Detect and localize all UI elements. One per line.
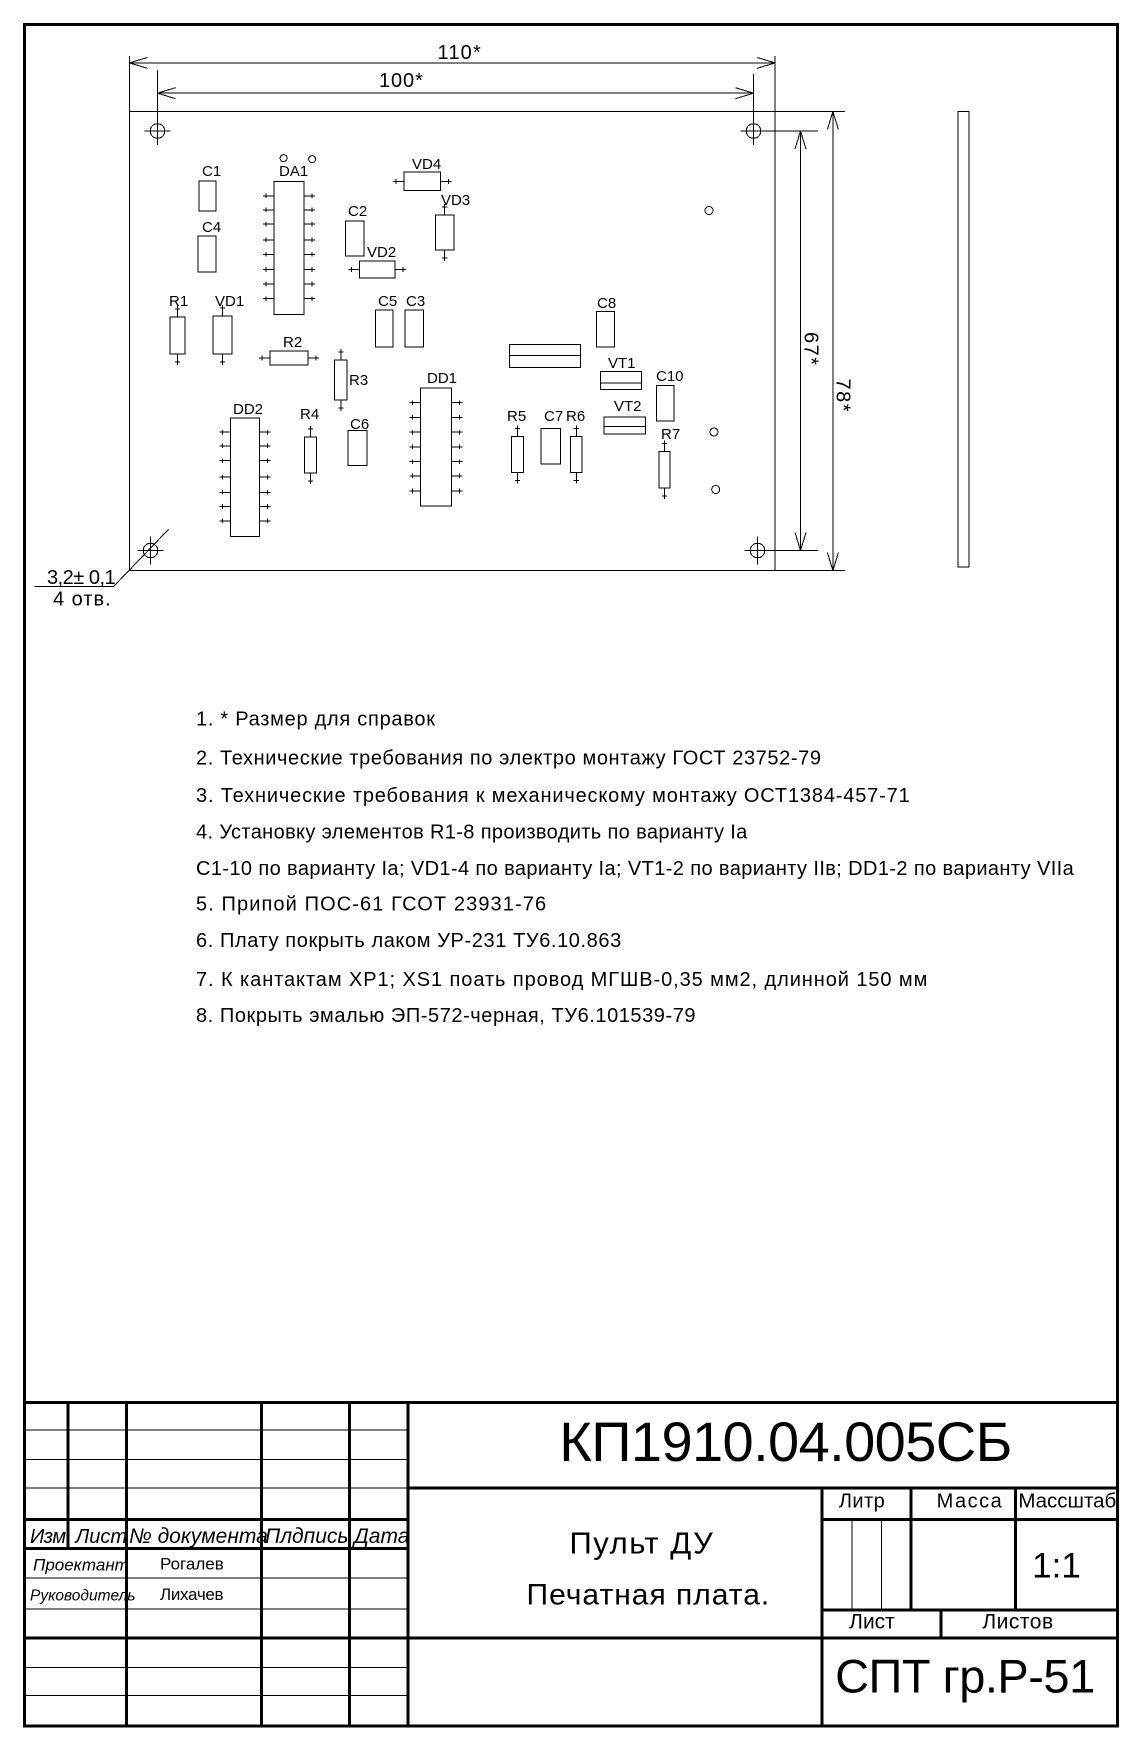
svg-text:VD2: VD2 (367, 244, 396, 261)
svg-text:R5: R5 (507, 408, 526, 425)
svg-text:№ документа: № документа (129, 1525, 268, 1548)
svg-text:Плдпись: Плдпись (265, 1525, 348, 1548)
svg-text:C5: C5 (378, 293, 397, 310)
svg-text:DA1: DA1 (279, 163, 308, 180)
svg-text:78*: 78* (832, 379, 854, 414)
svg-text:Рогалев: Рогалев (160, 1555, 224, 1574)
svg-text:1:1: 1:1 (1032, 1547, 1081, 1586)
svg-text:VT2: VT2 (614, 398, 642, 415)
svg-text:С1-10 по варианту Ia; VD1-4 по: С1-10 по варианту Ia; VD1-4 по варианту … (196, 858, 1075, 880)
svg-text:СПТ гр.Р-51: СПТ гр.Р-51 (835, 1649, 1095, 1702)
svg-text:5. Припой ПОС-61 ГСОТ 23931-76: 5. Припой ПОС-61 ГСОТ 23931-76 (196, 894, 547, 916)
svg-text:67*: 67* (800, 332, 822, 367)
svg-text:C1: C1 (202, 163, 221, 180)
svg-text:110*: 110* (438, 42, 482, 64)
svg-text:КП1910.04.005СБ: КП1910.04.005СБ (559, 1410, 1011, 1473)
svg-text:C2: C2 (348, 203, 367, 220)
svg-text:Массштаб: Массштаб (1018, 1490, 1116, 1513)
svg-text:R1: R1 (169, 293, 188, 310)
svg-text:8. Покрыть эмалью ЭП-572-черна: 8. Покрыть эмалью ЭП-572-черная, ТУ6.101… (196, 1005, 696, 1027)
svg-text:C6: C6 (350, 416, 369, 433)
svg-text:Руководитель: Руководитель (30, 1588, 136, 1605)
svg-text:VT1: VT1 (608, 355, 636, 372)
svg-text:C3: C3 (406, 293, 425, 310)
svg-text:Изм: Изм (30, 1526, 66, 1548)
svg-text:DD2: DD2 (233, 401, 263, 418)
svg-text:VD3: VD3 (441, 192, 470, 209)
svg-text:VD4: VD4 (412, 156, 441, 173)
svg-text:4. Установку элементов R1-8 пр: 4. Установку элементов R1-8 производить … (196, 822, 748, 844)
svg-text:Дата: Дата (352, 1525, 409, 1548)
svg-text:7. К кантактам ХР1; XS1 поать: 7. К кантактам ХР1; XS1 поать провод МГШ… (196, 969, 928, 991)
svg-text:R2: R2 (283, 334, 302, 351)
svg-text:Пульт ДУ: Пульт ДУ (570, 1526, 715, 1561)
svg-text:3. Технические требования к ме: 3. Технические требования к механическом… (196, 785, 911, 807)
svg-text:R4: R4 (300, 406, 319, 423)
svg-text:Лист: Лист (74, 1526, 128, 1548)
svg-text:Листов: Листов (982, 1611, 1053, 1634)
svg-text:R7: R7 (661, 426, 680, 443)
svg-text:Лист: Лист (849, 1611, 895, 1634)
svg-text:C8: C8 (597, 295, 616, 312)
svg-text:1. * Размер для справок: 1. * Размер для справок (196, 709, 436, 731)
svg-text:Масса: Масса (937, 1491, 1004, 1513)
svg-text:C4: C4 (202, 219, 221, 236)
svg-text:C7: C7 (544, 408, 563, 425)
svg-text:100*: 100* (379, 70, 424, 92)
svg-text:6. Плату покрыть лаком УР-231: 6. Плату покрыть лаком УР-231 ТУ6.10.863 (196, 930, 622, 952)
svg-text:Лихачев: Лихачев (160, 1585, 224, 1604)
svg-text:Печатная плата.: Печатная плата. (527, 1579, 771, 1612)
svg-text:Проектант: Проектант (33, 1556, 129, 1575)
svg-text:R3: R3 (349, 372, 368, 389)
svg-text:3,2± 0,1: 3,2± 0,1 (47, 567, 116, 589)
svg-text:C10: C10 (656, 368, 684, 385)
svg-text:2. Технические требования по э: 2. Технические требования по электро мон… (196, 748, 822, 770)
svg-text:Литр: Литр (839, 1491, 885, 1513)
svg-text:R6: R6 (566, 408, 585, 425)
svg-text:4 отв.: 4 отв. (53, 589, 112, 611)
svg-text:VD1: VD1 (215, 293, 244, 310)
svg-text:DD1: DD1 (427, 370, 457, 387)
